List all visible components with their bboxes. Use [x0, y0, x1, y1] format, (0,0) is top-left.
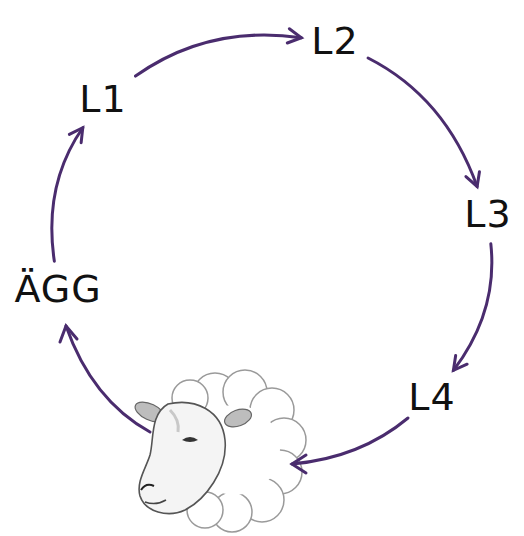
- stage-label: L4: [404, 375, 459, 421]
- sheep-eye: [182, 437, 198, 442]
- cycle-arrow: [453, 244, 491, 370]
- stage-text: L4: [408, 377, 455, 419]
- sheep-shade: [170, 410, 178, 432]
- stage-label: L2: [307, 19, 362, 65]
- stage-label: L1: [75, 77, 130, 123]
- sheep-face: [139, 403, 225, 514]
- arrow-line: [66, 326, 150, 432]
- stage-text: L2: [311, 21, 358, 63]
- sheep-mouth: [145, 500, 166, 504]
- stage-label: ÄGG: [10, 267, 105, 313]
- arrow-line: [52, 128, 83, 261]
- arrow-head: [287, 29, 301, 43]
- arrow-line: [292, 418, 408, 464]
- arrow-head: [466, 172, 480, 187]
- arrow-line: [136, 35, 302, 76]
- arrow-line: [453, 244, 491, 370]
- stage-text: ÄGG: [14, 269, 101, 311]
- cycle-arrow: [136, 29, 302, 76]
- arrow-head: [60, 326, 77, 342]
- arrow-head: [69, 128, 82, 143]
- arrow-line: [368, 58, 477, 187]
- arrow-head: [292, 455, 306, 473]
- stage-text: L1: [79, 79, 126, 121]
- stage-label: L3: [460, 192, 515, 238]
- arrow-head: [453, 356, 467, 371]
- cycle-arrow: [368, 58, 479, 187]
- stage-text: L3: [464, 194, 511, 236]
- cycle-arrow: [52, 128, 83, 261]
- sheep-ear: [222, 406, 254, 431]
- sheep-nose: [141, 485, 154, 490]
- cycle-arrow: [60, 326, 408, 473]
